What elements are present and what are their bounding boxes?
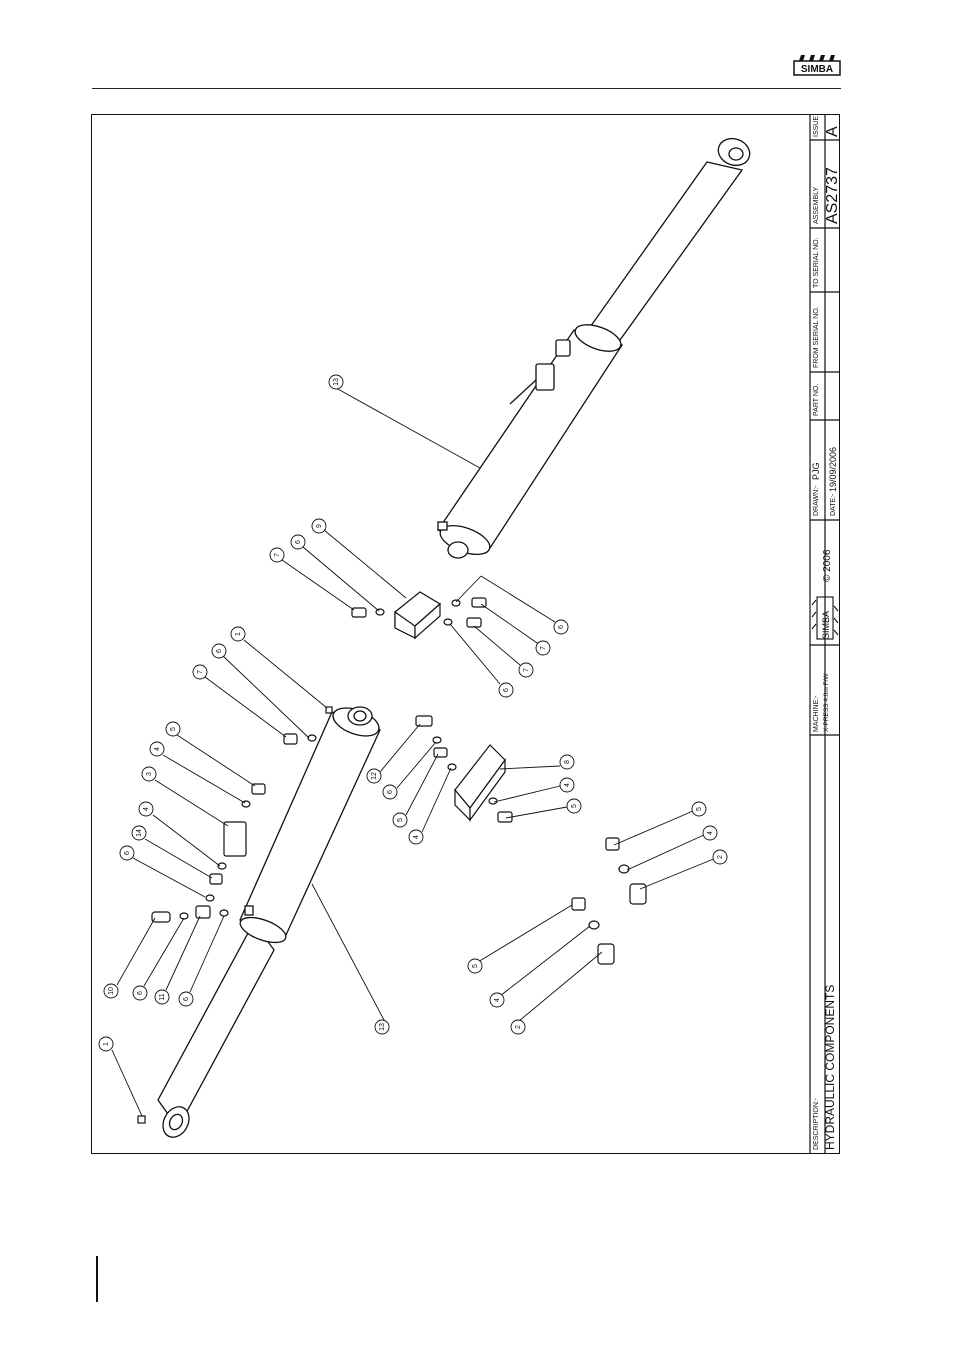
callout-label: 6 (183, 997, 190, 1001)
callout-label: 5 (696, 807, 703, 811)
valve-block-upper (352, 592, 486, 638)
callout-label: 5 (472, 964, 479, 968)
callout-label: 5 (571, 804, 578, 808)
from-serial-label: FROM SERIAL NO. (813, 306, 820, 368)
callout-label: 7 (274, 553, 281, 557)
date-value: 19/09/2006 (828, 447, 838, 492)
part-no-label: PART NO. (813, 384, 820, 416)
callout-label: 2 (717, 855, 724, 859)
date-label: DATE:- (830, 493, 837, 516)
callout-label: 6 (124, 851, 131, 855)
callout-label: 13 (379, 1023, 386, 1031)
description-label: DESCRIPTION:- (813, 1097, 820, 1150)
description-value: HYDRAULLIC COMPONENTS (823, 985, 837, 1150)
fittings-left (138, 707, 332, 1123)
callout-label: 4 (413, 835, 420, 839)
to-serial-label: TO SERIAL NO. (813, 237, 820, 288)
callout-label: 8 (564, 760, 571, 764)
issue-label: ISSUE (813, 116, 820, 137)
callout-label: 6 (295, 540, 302, 544)
callout-label: 4 (564, 783, 571, 787)
callout-label: 10 (108, 987, 115, 995)
callout-label: 6 (503, 688, 510, 692)
issue-value: A (824, 126, 841, 137)
callout-label: 4 (143, 807, 150, 811)
margin-rule (96, 1256, 98, 1302)
callout-label: 6 (558, 625, 565, 629)
callout-label: 1 (103, 1042, 110, 1046)
callout-label: 4 (707, 831, 714, 835)
block-logo-text: SIMBA (821, 611, 831, 639)
callout-label: 7 (197, 670, 204, 674)
hydraulic-cylinder-lower (158, 703, 383, 1142)
callout-label: 1 (235, 632, 242, 636)
assembly-value: AS2737 (824, 167, 841, 224)
callout-label: 7 (540, 646, 547, 650)
callout-label: 6 (137, 991, 144, 995)
hydraulic-cylinder-upper (436, 134, 753, 560)
callout-label: 6 (216, 649, 223, 653)
callout-label: 14 (136, 829, 143, 837)
assembly-label: ASSEMBLY (813, 186, 820, 224)
callout-label: 7 (523, 668, 530, 672)
callout-label: 11 (159, 993, 166, 1000)
callout-label: 4 (494, 998, 501, 1002)
machine-value: X-PRESS 4.0m F/W (823, 673, 830, 732)
drawn-label: DRAWN:- (813, 485, 820, 516)
callout-label: 4 (154, 747, 161, 751)
callout-label: 9 (316, 524, 323, 528)
machine-label: MACHINE:- (813, 695, 820, 732)
callout-label: 12 (371, 772, 378, 780)
callout-label: 3 (146, 772, 153, 776)
leader-lines (112, 388, 716, 1116)
callout-label: 13 (333, 378, 340, 386)
callouts (99, 375, 727, 1051)
fittings-lower-right (572, 838, 646, 964)
callout-label: 5 (170, 727, 177, 731)
drawn-value: PJG (811, 462, 821, 480)
callout-label: 2 (515, 1025, 522, 1029)
callout-label: 5 (397, 818, 404, 822)
callout-label: 6 (387, 790, 394, 794)
copyright: © 2006 (822, 549, 833, 582)
